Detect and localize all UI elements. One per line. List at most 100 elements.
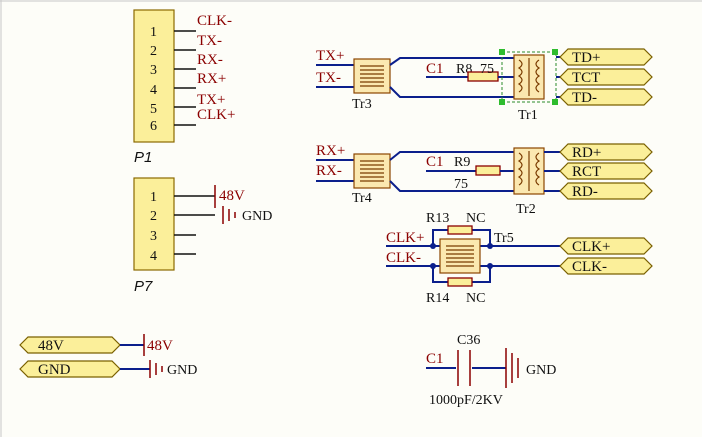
- tr1-handle-tl: [499, 49, 505, 55]
- junction-clk-minus-left: [430, 263, 436, 269]
- transformer-tr3[interactable]: Tr3: [352, 58, 391, 112]
- p7-designator: P7: [134, 278, 153, 295]
- tr5-body: [439, 238, 481, 274]
- resistor-r9[interactable]: [475, 165, 501, 176]
- port-rct-shape: [559, 162, 653, 180]
- c1-b-label: C1: [426, 154, 444, 170]
- p7-gnd-label: GND: [242, 209, 272, 224]
- tr1-handle-tr: [552, 49, 558, 55]
- r13-label: R13: [426, 211, 449, 226]
- rx-in-wires: [316, 159, 354, 182]
- port-rd-plus-label: RD+: [572, 145, 601, 161]
- c1-a-label: C1: [426, 61, 444, 77]
- port-clk-plus-shape: [559, 237, 653, 255]
- p1-net-4: RX+: [197, 71, 226, 87]
- bl-wires: [120, 344, 150, 370]
- connector-p1[interactable]: 1 2 3 4 5 6 P1: [133, 9, 196, 166]
- net-tx-minus: TX-: [316, 70, 341, 86]
- r13-value: NC: [466, 211, 485, 226]
- tx-in-wires: [316, 64, 354, 88]
- port-rd-minus-shape: [559, 182, 653, 200]
- transformer-tr2[interactable]: Tr2: [513, 147, 545, 217]
- port-clk-minus-shape: [559, 257, 653, 275]
- resistor-r14[interactable]: [447, 277, 473, 287]
- net-clk-minus: CLK-: [386, 250, 421, 266]
- p1-pin-3: 3: [150, 63, 157, 78]
- port-clk-plus[interactable]: CLK+: [559, 237, 653, 255]
- p1-net-5: TX+: [197, 92, 225, 108]
- clk-bypass-wires: [432, 229, 491, 283]
- port-48v-label: 48V: [38, 338, 64, 354]
- transformer-tr4[interactable]: Tr4: [352, 153, 391, 206]
- p1-net-2: TX-: [197, 33, 222, 49]
- p1-pin-1: 1: [150, 25, 157, 40]
- tr1-handle-bl: [499, 99, 505, 105]
- port-rd-plus-shape: [559, 143, 653, 161]
- c1-c-label: C1: [426, 351, 444, 367]
- port-clk-minus[interactable]: CLK-: [559, 257, 653, 275]
- p7-pin-2: 2: [150, 209, 157, 224]
- p1-pin-4: 4: [150, 83, 157, 98]
- r14-label: R14: [426, 291, 449, 306]
- port-tct[interactable]: TCT: [559, 68, 653, 86]
- port-tct-label: TCT: [572, 70, 600, 86]
- port-rd-plus[interactable]: RD+: [559, 143, 653, 161]
- port-td-plus-shape: [559, 48, 653, 66]
- port-td-plus[interactable]: TD+: [559, 48, 653, 66]
- p1-pin-2: 2: [150, 44, 157, 59]
- port-rct-label: RCT: [572, 164, 601, 180]
- net-clk-plus: CLK+: [386, 230, 424, 246]
- tr3-body: [353, 58, 391, 94]
- port-tct-shape: [559, 68, 653, 86]
- tr2-windings: [517, 151, 541, 191]
- r14-value: NC: [466, 291, 485, 306]
- p1-pin-6: 6: [150, 119, 157, 134]
- tr3-label: Tr3: [352, 97, 372, 112]
- port-48v-shape: [19, 336, 121, 354]
- tr4-label: Tr4: [352, 191, 372, 206]
- p7-pin-4: 4: [150, 249, 157, 264]
- port-td-minus-shape: [559, 88, 653, 106]
- capacitor-c36[interactable]: [457, 350, 471, 386]
- port-td-minus[interactable]: TD-: [559, 88, 653, 106]
- c36-gnd-label: GND: [526, 363, 556, 378]
- tr5-windings: [446, 245, 474, 267]
- p1-designator: P1: [134, 149, 152, 166]
- tr1-handle-br: [552, 99, 558, 105]
- junction-clk-plus-left: [430, 243, 436, 249]
- p7-pin-lines: [174, 195, 215, 255]
- tr2-out-wires: [544, 151, 560, 192]
- tr3-windings: [360, 65, 384, 87]
- transformer-tr5[interactable]: Tr5: [439, 231, 514, 274]
- port-td-minus-label: TD-: [572, 90, 597, 106]
- resistor-r13[interactable]: [447, 225, 473, 235]
- transformer-tr1[interactable]: Tr1: [499, 49, 558, 123]
- bl-gnd-label: GND: [167, 363, 197, 378]
- c36-value: 1000pF/2KV: [429, 393, 503, 408]
- c36-label: C36: [457, 333, 480, 348]
- port-rd-minus[interactable]: RD-: [559, 182, 653, 200]
- port-48v[interactable]: 48V: [19, 336, 121, 354]
- r9-label: R9: [454, 155, 470, 170]
- c36-plates: [457, 350, 471, 386]
- port-gnd[interactable]: GND: [19, 360, 121, 378]
- port-gnd-label: GND: [38, 362, 71, 378]
- bl-gnd-symbol: [149, 360, 163, 378]
- port-td-plus-label: TD+: [572, 50, 600, 66]
- port-clk-plus-label: CLK+: [572, 239, 610, 255]
- r8-value: 75: [480, 62, 494, 77]
- p7-gnd-symbol: [222, 206, 236, 224]
- tr5-label: Tr5: [494, 231, 514, 246]
- r9-value: 75: [454, 177, 468, 192]
- port-clk-minus-label: CLK-: [572, 259, 607, 275]
- tr1-selection: [501, 51, 557, 103]
- port-rct[interactable]: RCT: [559, 162, 653, 180]
- p1-net-1: CLK-: [197, 13, 232, 29]
- p1-pin-lines: [174, 30, 196, 126]
- connector-p7[interactable]: 1 2 3 4 P7: [133, 177, 215, 295]
- bl-48v-label: 48V: [147, 338, 173, 354]
- p7-pin-3: 3: [150, 229, 157, 244]
- tr2-label: Tr2: [516, 202, 536, 217]
- p1-pin-5: 5: [150, 102, 157, 117]
